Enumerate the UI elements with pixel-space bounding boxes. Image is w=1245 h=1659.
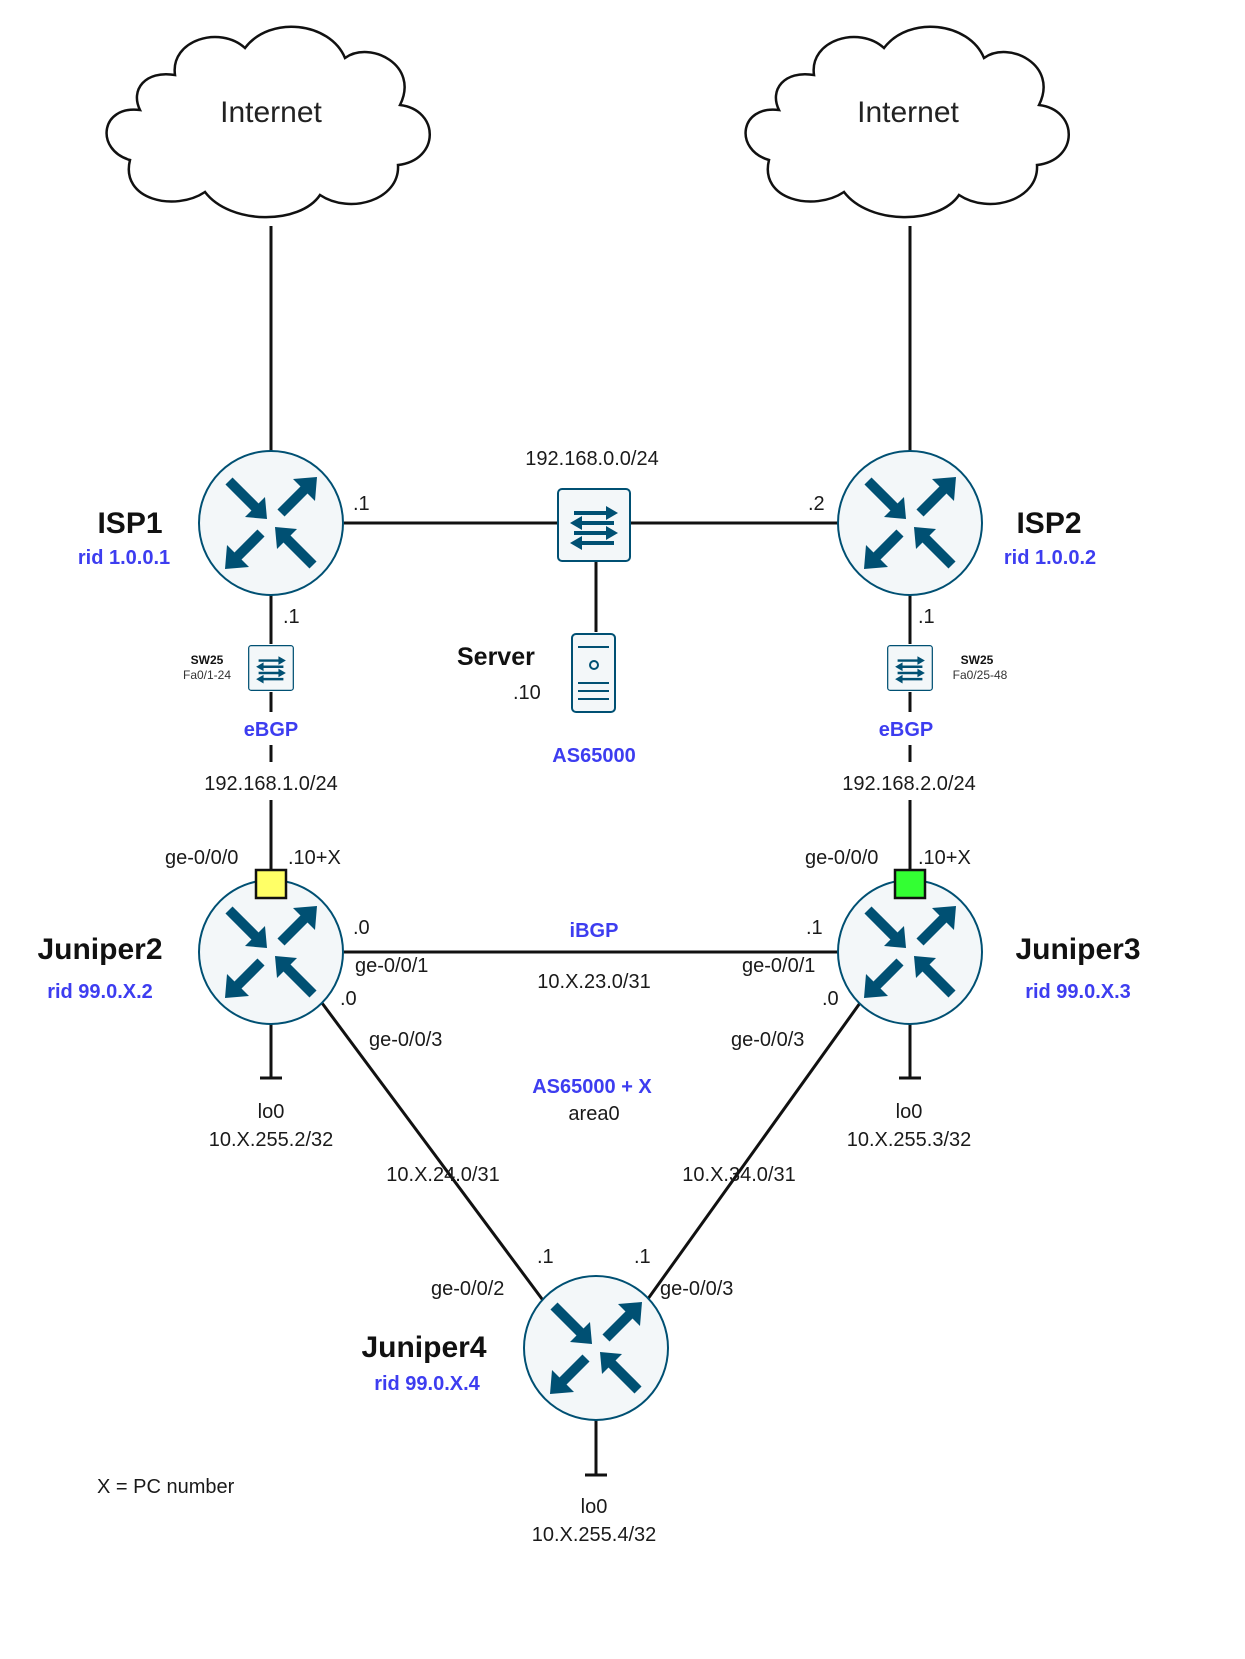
server-icon[interactable] xyxy=(571,633,616,713)
ibgp-subnet: 10.X.23.0/31 xyxy=(537,971,651,993)
juniper4-lo0-ip: 10.X.255.4/32 xyxy=(531,1524,657,1546)
juniper2-ge001-ip: .0 xyxy=(353,917,370,939)
ebgp-right-label: eBGP xyxy=(878,719,934,741)
sw25-left-ports: Fa0/1-24 xyxy=(182,668,232,682)
router-icon[interactable] xyxy=(199,880,343,1024)
left-ebgp-subnet: 192.168.1.0/24 xyxy=(204,773,338,795)
juniper2-ge001-label: ge-0/0/1 xyxy=(355,955,429,977)
juniper4-ge003-ip: .1 xyxy=(634,1246,651,1268)
isp2-rid: rid 1.0.0.2 xyxy=(1003,547,1097,569)
sw25-left-name: SW25 xyxy=(190,653,224,667)
server-name: Server xyxy=(457,643,535,671)
internal-as-label: AS65000 + X xyxy=(532,1076,652,1098)
juniper4-ge002-ip: .1 xyxy=(537,1246,554,1268)
isp2-down-ip: .1 xyxy=(918,606,935,628)
juniper2-lo0-name: lo0 xyxy=(257,1101,285,1123)
router-icon[interactable] xyxy=(199,451,343,595)
links xyxy=(260,226,921,1477)
sw25-right-name: SW25 xyxy=(960,653,994,667)
juniper3-lo0-name: lo0 xyxy=(895,1101,923,1123)
isp2-name: ISP2 xyxy=(1016,507,1082,540)
juniper3-ge003-label: ge-0/0/3 xyxy=(731,1029,805,1051)
juniper2-ge003-label: ge-0/0/3 xyxy=(369,1029,443,1051)
juniper4-ge003-label: ge-0/0/3 xyxy=(660,1278,734,1300)
juniper2-name: Juniper2 xyxy=(37,933,163,966)
juniper3-ge000-label: ge-0/0/0 xyxy=(805,847,879,869)
juniper2-ge003-ip: .0 xyxy=(340,988,357,1010)
switch-icon[interactable] xyxy=(886,644,934,692)
juniper3-lo0-ip: 10.X.255.3/32 xyxy=(846,1129,972,1151)
isp1-rid: rid 1.0.0.1 xyxy=(77,547,171,569)
juniper3-ge003-ip: .0 xyxy=(822,988,839,1010)
j3-j4-link xyxy=(643,1002,862,1304)
server-ip: .10 xyxy=(513,682,541,704)
ospf-area-label: area0 xyxy=(568,1103,620,1125)
router-icon[interactable] xyxy=(838,451,982,595)
ibgp-label: iBGP xyxy=(569,920,619,942)
juniper4-rid: rid 99.0.X.4 xyxy=(374,1373,480,1395)
isp1-lan-ip: .1 xyxy=(353,493,370,515)
juniper4-ge002-label: ge-0/0/2 xyxy=(431,1278,505,1300)
juniper3-ge001-label: ge-0/0/1 xyxy=(742,955,816,977)
switch-icon[interactable] xyxy=(247,644,295,692)
juniper3-ge000-ip: .10+X xyxy=(918,847,971,869)
juniper3-ge000-port xyxy=(893,868,927,900)
ebgp-left-label: eBGP xyxy=(243,719,299,741)
juniper2-ge000-ip: .10+X xyxy=(288,847,341,869)
isp1-down-ip: .1 xyxy=(283,606,300,628)
footnote: X = PC number xyxy=(97,1476,235,1498)
router-icon[interactable] xyxy=(838,880,982,1024)
as65000-label: AS65000 xyxy=(552,745,636,767)
juniper3-name: Juniper3 xyxy=(1015,933,1141,966)
juniper4-name: Juniper4 xyxy=(361,1331,487,1364)
right-ebgp-subnet: 192.168.2.0/24 xyxy=(842,773,976,795)
cloud-left-label: Internet xyxy=(220,96,322,129)
j2-j4-subnet: 10.X.24.0/31 xyxy=(386,1164,500,1186)
router-icon[interactable] xyxy=(524,1276,668,1420)
juniper4-lo0-name: lo0 xyxy=(580,1496,608,1518)
isp1-name: ISP1 xyxy=(97,507,163,540)
juniper2-ge000-label: ge-0/0/0 xyxy=(165,847,239,869)
juniper3-rid: rid 99.0.X.3 xyxy=(1025,981,1131,1003)
juniper2-ge000-port xyxy=(254,868,288,900)
cloud-right-label: Internet xyxy=(857,96,959,129)
j3-j4-subnet: 10.X.34.0/31 xyxy=(682,1164,796,1186)
cloud-icon xyxy=(105,25,431,219)
cloud-icon xyxy=(744,25,1070,219)
j2-j4-link xyxy=(320,1002,547,1304)
top-lan-subnet: 192.168.0.0/24 xyxy=(525,448,659,470)
sw25-right-ports: Fa0/25-48 xyxy=(952,668,1008,682)
isp2-lan-ip: .2 xyxy=(808,493,825,515)
juniper3-ge001-ip: .1 xyxy=(806,917,823,939)
switch-icon[interactable] xyxy=(556,487,632,563)
juniper2-lo0-ip: 10.X.255.2/32 xyxy=(208,1129,334,1151)
juniper2-rid: rid 99.0.X.2 xyxy=(47,981,153,1003)
